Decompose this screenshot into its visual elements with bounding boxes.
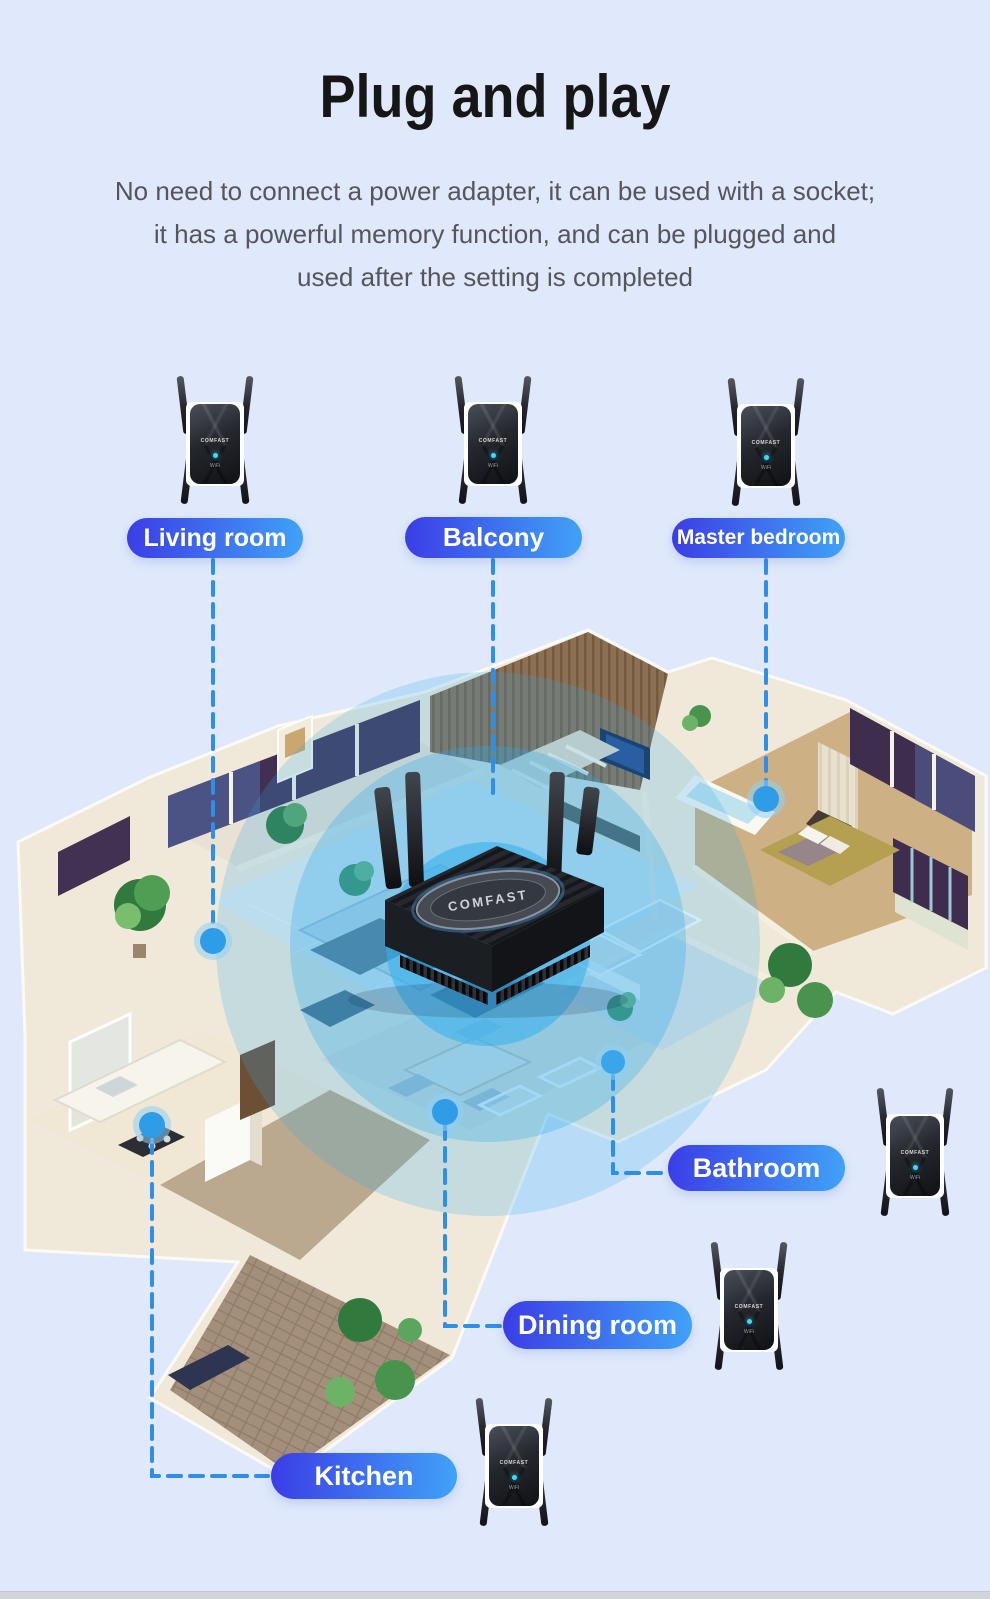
led-indicator-icon: [511, 1474, 517, 1480]
subtitle-line-1: No need to connect a power adapter, it c…: [114, 176, 876, 206]
device-sub-label: WiFi: [488, 463, 498, 470]
plants: [114, 705, 833, 1407]
device-brand-label: COMFAST: [478, 437, 508, 444]
device-brand-label: COMFAST: [734, 1303, 764, 1310]
shower-glass: [597, 898, 703, 954]
room-pill-kitchen: Kitchen: [271, 1453, 457, 1499]
subtitle-line-3: used after the setting is completed: [296, 262, 693, 292]
signal-dot-kitchen: [133, 1106, 171, 1144]
led-indicator-icon: [490, 452, 496, 458]
room-pill-dining-room: Dining room: [503, 1301, 692, 1349]
room-pill-balcony: Balcony: [405, 517, 582, 558]
repeater-device-balcony: COMFAST WiFi: [451, 375, 535, 512]
led-indicator-icon: [212, 452, 218, 458]
kitchen-sink: [95, 1076, 138, 1097]
device-body: COMFAST WiFi: [890, 1116, 940, 1196]
repeater-device-master-bedroom: COMFAST WiFi: [724, 377, 808, 514]
corridor-floor: [160, 1090, 430, 1260]
armchair: [300, 990, 375, 1027]
connector-dining-room: [443, 1124, 502, 1328]
router: COMFAST: [348, 771, 628, 1018]
connector-bathroom: [611, 1074, 666, 1175]
router-logo-plate: COMFAST: [411, 867, 565, 933]
device-brand-label: COMFAST: [751, 439, 781, 446]
router-left-face: [385, 900, 492, 992]
room-pill-bathroom: Bathroom: [668, 1145, 845, 1191]
interior-walls: [236, 768, 813, 994]
led-indicator-icon: [763, 454, 769, 460]
connectors: [150, 558, 768, 1478]
fridge: [205, 1098, 250, 1182]
page-subtitle: No need to connect a power adapter, it c…: [0, 170, 990, 299]
router-right-face: [492, 888, 604, 992]
tub-water: [686, 782, 762, 824]
tv-screen-glow: [606, 734, 644, 774]
repeater-device-kitchen: COMFAST WiFi: [472, 1397, 556, 1534]
cupboard: [240, 1040, 275, 1120]
device-sub-label: WiFi: [509, 1485, 519, 1492]
router-vents-left: [400, 955, 488, 1005]
dining-chair: [388, 1074, 436, 1097]
device-brand-label: COMFAST: [499, 1459, 529, 1466]
dining-table: [402, 1036, 533, 1097]
signal-dot-bathroom: [595, 1044, 631, 1080]
device-body: COMFAST WiFi: [741, 406, 791, 486]
wallpaper-wall: [818, 742, 858, 838]
device-brand-label: COMFAST: [200, 437, 230, 444]
device-sub-label: WiFi: [761, 465, 771, 472]
router-vents-right: [496, 945, 590, 1005]
repeater-device-living-room: COMFAST WiFi: [173, 375, 257, 512]
bedroom-floor: [180, 742, 480, 868]
house-floorplan: [16, 628, 988, 1480]
fridge-side: [250, 1098, 262, 1166]
led-indicator-icon: [912, 1164, 918, 1170]
window-left-block: [58, 816, 130, 896]
pillow: [798, 826, 828, 844]
kitchen-counter: [52, 1038, 228, 1124]
page-title: Plug and play: [319, 63, 671, 130]
window-glass-master: [915, 744, 975, 832]
device-body: COMFAST WiFi: [190, 404, 240, 484]
signal-dot-dining-room: [426, 1093, 464, 1131]
device-brand-label: COMFAST: [900, 1149, 930, 1156]
subtitle-line-2: it has a powerful memory function, and c…: [153, 219, 837, 249]
section-divider: [0, 1591, 990, 1599]
connector-kitchen: [150, 1138, 270, 1478]
signal-dots: [133, 780, 785, 1144]
router-antennas: [374, 771, 600, 890]
window-mullions-master: [890, 731, 936, 810]
signal-dot-living-room: [194, 922, 232, 960]
entry-column-top: [285, 727, 305, 758]
bench: [168, 1345, 250, 1390]
veranda-floor: [170, 1255, 450, 1472]
sunroom-glass-frames: [910, 848, 952, 921]
repeater-device-dining-room: COMFAST WiFi: [707, 1241, 791, 1378]
device-sub-label: WiFi: [744, 1329, 754, 1336]
bathroom-vanity: [590, 960, 640, 1000]
repeater-device-bathroom: COMFAST WiFi: [873, 1087, 957, 1224]
pillow-2: [820, 836, 850, 854]
device-sub-label: WiFi: [910, 1175, 920, 1182]
device-body: COMFAST WiFi: [468, 404, 518, 484]
room-pill-master-bedroom: Master bedroom: [672, 518, 845, 558]
device-body: COMFAST WiFi: [489, 1426, 539, 1506]
signal-dot-master-bedroom: [747, 780, 785, 818]
room-pill-living-room: Living room: [127, 518, 303, 558]
dining-chair-2: [462, 1088, 510, 1111]
device-sub-label: WiFi: [210, 463, 220, 470]
device-body: COMFAST WiFi: [724, 1270, 774, 1350]
tv-console: [560, 800, 640, 852]
led-indicator-icon: [746, 1318, 752, 1324]
